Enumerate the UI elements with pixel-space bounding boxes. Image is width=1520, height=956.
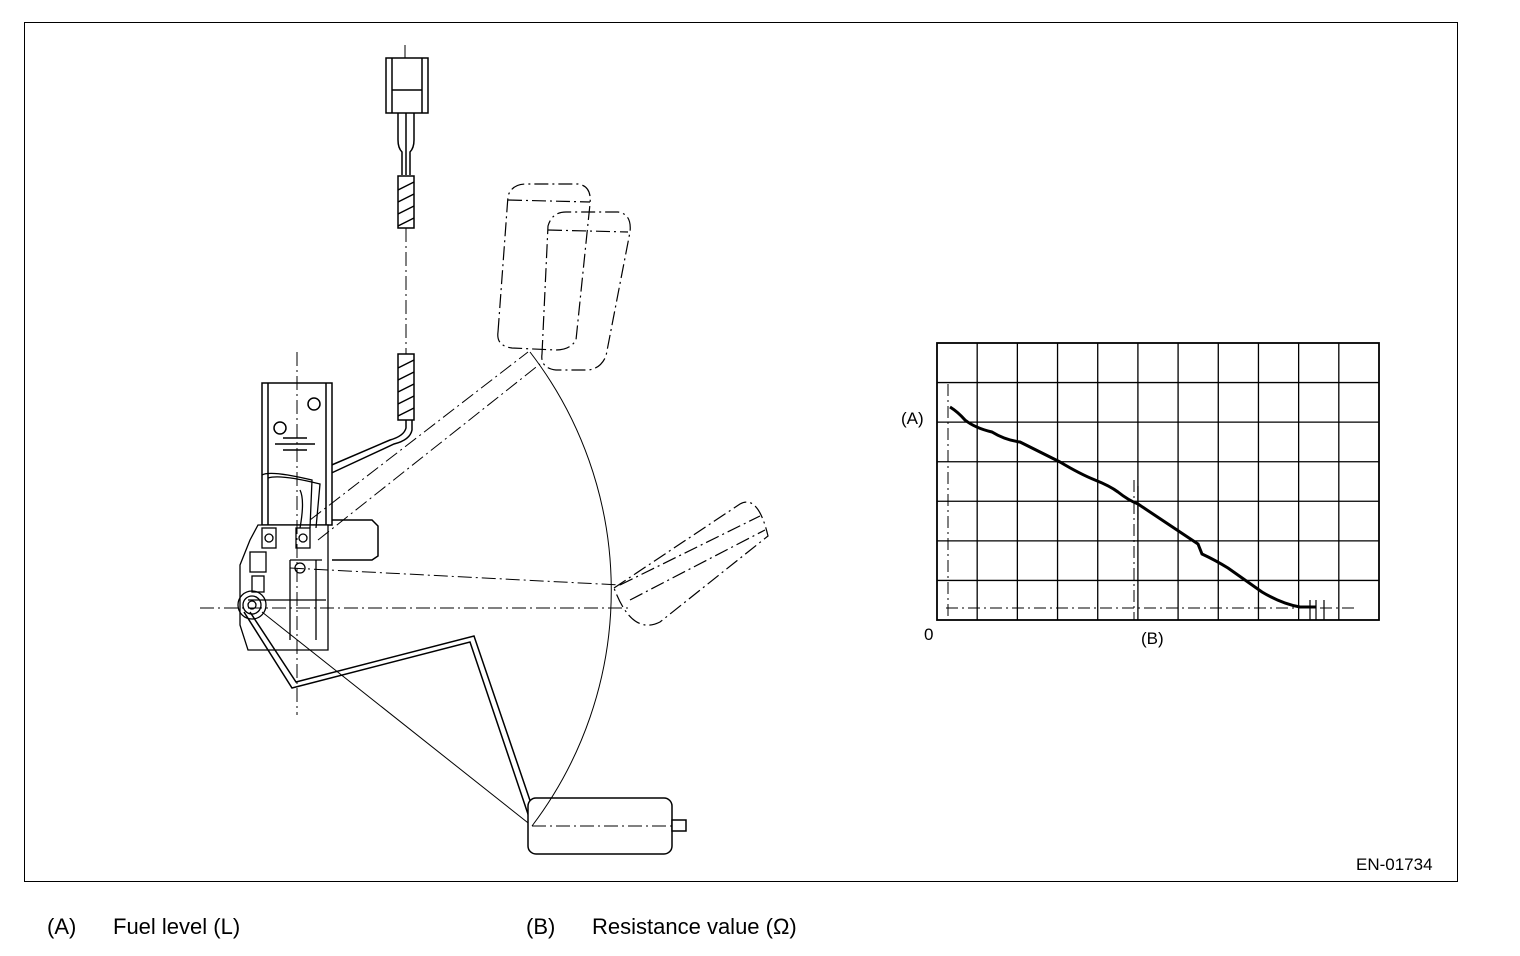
figure-code: EN-01734 [1356,855,1433,874]
legend-item-b: (B) Resistance value (Ω) [526,914,797,940]
float-arm [243,611,539,827]
legend-text-a: Fuel level (L) [113,914,241,939]
legend-text-b: Resistance value (Ω) [592,914,797,939]
legend-key-a: (A) [47,914,77,939]
graph-x-axis-label: (B) [1141,629,1164,648]
wire-sleeve-upper [397,175,415,229]
fuel-level-curve [949,405,1316,609]
wire-connector [385,45,429,175]
figure-frame [24,22,1458,882]
pivot-centerlines [200,352,630,715]
float-phantom-arms [289,351,621,586]
float-top-phantom [497,183,631,371]
graph-border [936,342,1380,621]
legend-key-b: (B) [526,914,556,939]
sender-mechanism [237,472,329,651]
float-swing-arc [529,351,612,827]
graph-grid [936,342,1380,621]
fuel-level-sensor-drawing [200,45,769,855]
graph-tick-marks [1137,486,1325,620]
wire-sleeve-lower [319,353,415,477]
float-bottom [527,797,687,855]
graph-origin-label: 0 [924,625,933,644]
legend-item-a: (A) Fuel level (L) [47,914,240,940]
resistance-graph: (A) 0 (B) [901,342,1380,648]
graph-y-axis-label: (A) [901,409,924,428]
float-middle-phantom [613,501,769,626]
graph-reference-lines [946,384,1354,620]
